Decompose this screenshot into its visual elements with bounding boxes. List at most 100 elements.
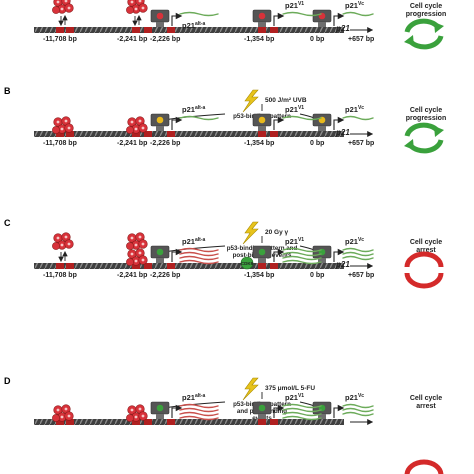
transcript-alt-a-0 (179, 115, 219, 121)
p53-response-element (258, 419, 266, 425)
cell-cycle-icon-lower-head (404, 139, 414, 150)
p53-response-element (167, 419, 175, 425)
transcript-alt-a-label: p21alt-a (182, 393, 205, 402)
cell-cycle-icon-lower (404, 272, 444, 289)
transcript-v1-0 (282, 115, 322, 121)
position-label: -11,708 bp (43, 36, 77, 43)
position-label: -11,708 bp (43, 272, 77, 279)
transcript-alt-a-3 (179, 259, 219, 265)
position-label: +657 bp (348, 272, 374, 279)
transcript-alt-a-3 (179, 415, 219, 421)
p53-response-element (270, 131, 278, 137)
transcript-v1-0 (282, 247, 322, 253)
transcript-vc-label: p21Vc (345, 1, 364, 10)
cell-cycle-icon-upper (404, 251, 444, 268)
dna-strand (34, 131, 344, 137)
transcript-v1-3 (282, 259, 322, 265)
position-label: -2,226 bp (150, 272, 180, 279)
cell-cycle-icon-upper-head (434, 22, 444, 33)
polymerase-alt-a-icon-stem (156, 126, 164, 131)
transcript-v1-0 (282, 11, 322, 17)
outcome-label-line: Cell cycle (410, 3, 442, 10)
polymerase-v1-icon (252, 9, 272, 27)
position-label: +657 bp (348, 140, 374, 147)
polymerase-alt-a-icon-stem (156, 22, 164, 27)
transcript-alt-a-0 (179, 11, 219, 17)
polymerase-v1-icon-core (258, 404, 266, 412)
treatment-label: 500 J/m² UVB (265, 97, 307, 104)
transcript-v1-3 (282, 415, 322, 421)
tss-alt-a-arrow (171, 404, 183, 418)
p53-response-element (270, 27, 278, 33)
p53-response-element (56, 27, 64, 33)
cell-cycle-icon-upper (404, 459, 444, 474)
transcript-vc-label: p21Vc (345, 105, 364, 114)
transcript-vc-0 (342, 115, 374, 121)
cell-cycle-icon (404, 18, 444, 50)
transcript-v1-2 (282, 411, 322, 417)
transcript-alt-a-0 (179, 247, 219, 253)
p53-response-element (56, 419, 64, 425)
cdk9-icon (240, 256, 254, 270)
p53-response-element (167, 27, 175, 33)
gene-label: p21 (335, 260, 350, 269)
p53-response-element (66, 419, 74, 425)
p53-complex-11708-icon (51, 404, 74, 423)
p53-complex-11708-icon (51, 0, 74, 15)
transcript-alt-a-1 (179, 407, 219, 413)
position-label: -2,241 bp (117, 272, 147, 279)
transcript-vc-label: p21Vc (345, 393, 364, 402)
transcript-vc-2 (342, 255, 374, 261)
polymerase-alt-a-icon (150, 401, 170, 419)
polymerase-alt-a-icon (150, 9, 170, 27)
transcript-v1-0 (282, 403, 322, 409)
polymerase-v1-icon (252, 401, 272, 419)
position-label: -2,226 bp (150, 140, 180, 147)
tss-vc-arrow (333, 12, 345, 26)
transcript-v1-label: p21V1 (285, 237, 304, 246)
p53-complex-11708-icon (51, 116, 74, 135)
treatment-label: 375 μmol/L 5-FU (265, 385, 315, 392)
p53-complex-2241-icon (125, 248, 148, 267)
panel-letter: B (4, 86, 11, 96)
cell-cycle-icon (404, 122, 444, 154)
gene-label: p21 (335, 128, 350, 137)
transcript-vc-1 (342, 407, 374, 413)
treatment-bolt-icon (242, 377, 259, 401)
gene-label: p21 (335, 24, 350, 33)
outcome-label-line: arrest (416, 247, 436, 254)
transcript-alt-a-label: p21alt-a (182, 105, 205, 114)
outcome-label-line: Cell cycle (410, 107, 442, 114)
transcript-alt-a-2 (179, 411, 219, 417)
p53-response-element (56, 263, 64, 269)
cell-cycle-icon-lower-head (404, 35, 414, 46)
position-label: -1,354 bp (244, 36, 274, 43)
transcript-vc-label: p21Vc (345, 237, 364, 246)
p53-response-element (258, 131, 266, 137)
p53-response-element (66, 263, 74, 269)
transcript-alt-a-2 (179, 255, 219, 261)
tss-alt-a-arrow (171, 12, 183, 26)
polymerase-vc-icon-stem (318, 414, 326, 419)
p53-response-element (258, 27, 266, 33)
p53-complex-2241-icon (125, 0, 148, 15)
position-label: -2,241 bp (117, 140, 147, 147)
polymerase-vc-icon (312, 113, 332, 131)
outcome-label-line: Cell cycle (410, 239, 442, 246)
position-label: -11,708 bp (43, 140, 77, 147)
outcome-label-line: Cell cycle (410, 395, 442, 402)
cell-cycle-icon-lower (408, 139, 444, 154)
polymerase-alt-a-icon (150, 113, 170, 131)
outcome-label-line: arrest (416, 403, 436, 410)
position-label: +657 bp (348, 36, 374, 43)
p53-response-element (132, 27, 140, 33)
polymerase-v1-icon-stem (258, 22, 266, 27)
polymerase-vc-icon-stem (318, 126, 326, 131)
polymerase-alt-a-icon (150, 245, 170, 263)
p53-response-element (132, 263, 140, 269)
p53-response-element (144, 419, 152, 425)
transcript-alt-a-label: p21alt-a (182, 21, 205, 30)
position-label: -1,354 bp (244, 272, 274, 279)
p53-complex-upper-icon (125, 232, 148, 251)
